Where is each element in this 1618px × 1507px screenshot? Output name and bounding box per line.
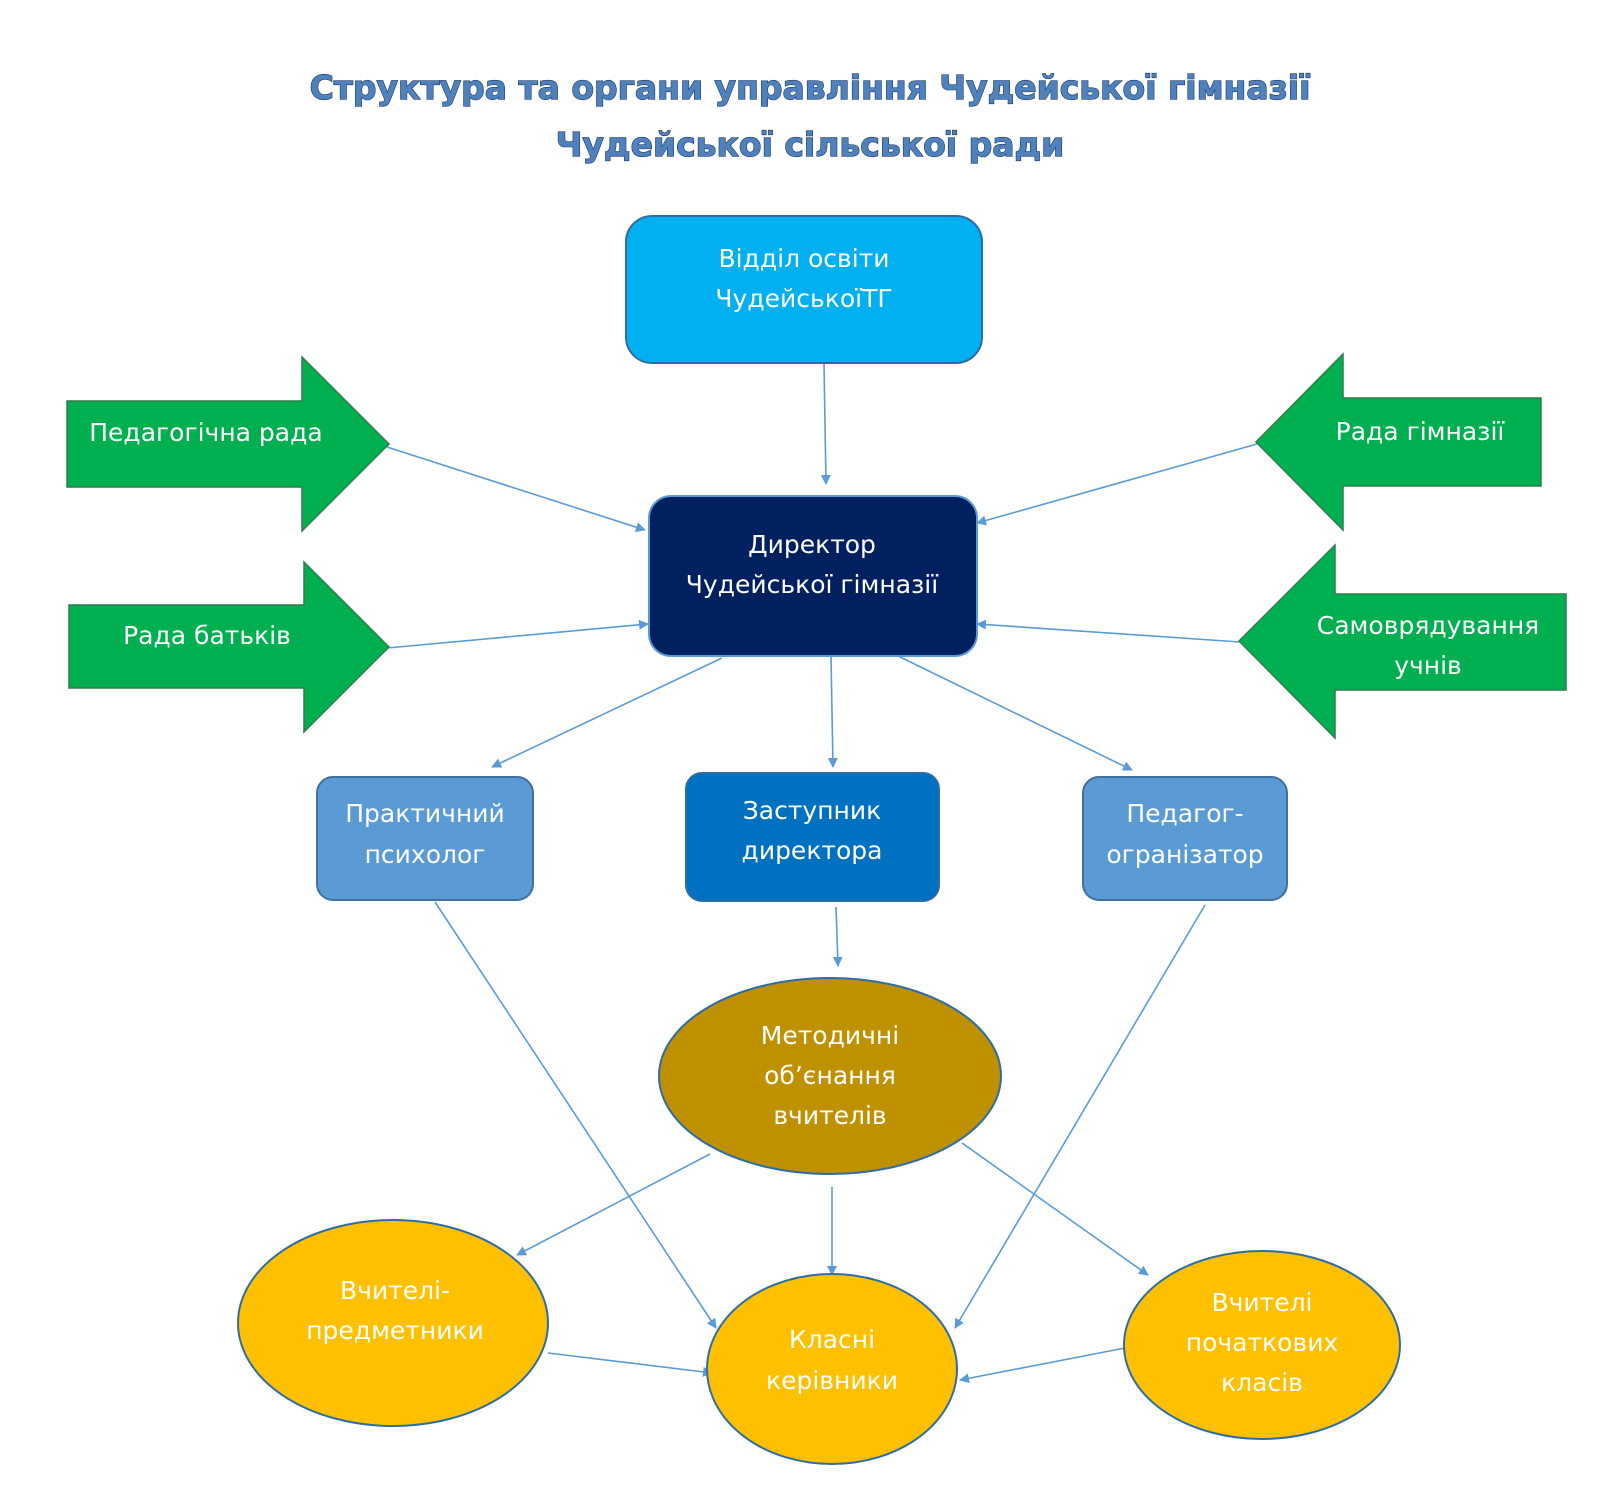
node-methodical-associations: Методичні об’єнання вчителів: [658, 977, 1002, 1175]
side-arrow-student-government: Самоврядування учнів: [1237, 543, 1567, 740]
node-label-line-1: Методичні: [761, 1021, 899, 1050]
node-label-line-2: об’єнання: [764, 1061, 896, 1090]
side-arrow-label: Рада гімназії: [1336, 417, 1506, 446]
connector-methodical-to-primaryteachers: [961, 1142, 1149, 1276]
connector-dept-to-director: [820, 363, 831, 485]
node-label-line-2: огранізатор: [1106, 840, 1263, 869]
node-primary-teachers: Вчителі початкових класів: [1123, 1250, 1401, 1440]
node-deputy-director: Заступник директора: [685, 772, 940, 902]
connector-pedcouncil-to-director: [386, 446, 646, 533]
node-label-line-3: вчителів: [773, 1101, 886, 1130]
node-class-teachers: Класні керівники: [706, 1273, 958, 1465]
node-label-line-2: керівники: [766, 1366, 898, 1395]
node-label-line-1: Практичний: [345, 799, 505, 828]
connector-gymcouncil-to-director: [976, 443, 1258, 526]
title-line-2: Чудейської сільської ради: [556, 125, 1065, 164]
node-label-line-2: початкових: [1186, 1328, 1338, 1357]
node-label-line-1: Вчителі: [1211, 1288, 1312, 1317]
connector-director-to-psychologist: [491, 657, 723, 768]
connector-subjectteachers-to-classteachers: [547, 1352, 713, 1377]
node-label-line-2: Чудейської гімназії: [686, 570, 939, 599]
node-label-line-3: класів: [1221, 1368, 1303, 1397]
side-arrow-label-line-1: Самоврядування: [1317, 611, 1539, 640]
side-arrow-label: Педагогічна рада: [89, 418, 322, 447]
connector-parents-to-director: [386, 619, 649, 649]
connector-organizer-to-classteachers: [954, 904, 1206, 1329]
connectors: [386, 363, 1258, 1384]
side-arrow-pedagogical-council: Педагогічна рада: [66, 355, 391, 533]
side-arrow-gymnasium-council: Рада гімназії: [1254, 352, 1542, 532]
node-education-department: Відділ освіти ЧудейськоїТГ: [625, 215, 983, 364]
connector-director-to-deputy: [827, 656, 838, 768]
connector-director-to-organizer: [897, 655, 1133, 771]
node-director: Директор Чудейської гімназії: [648, 495, 978, 657]
node-label-line-2: директора: [742, 836, 883, 865]
node-label-line-2: предметники: [306, 1316, 484, 1345]
node-label-line-1: Відділ освіти: [718, 244, 889, 273]
side-arrow-label: Рада батьків: [123, 621, 291, 650]
node-label-line-1: Директор: [748, 530, 876, 559]
node-label-line-2: психолог: [365, 840, 486, 869]
connector-deputy-to-methodical: [832, 906, 843, 967]
node-label-line-2: ЧудейськоїТГ: [715, 284, 892, 313]
node-psychologist: Практичний психолог: [316, 776, 534, 901]
connector-methodical-to-subjectteachers: [516, 1153, 711, 1256]
diagram-title: Структура та органи управління Чудейсько…: [309, 67, 1311, 164]
connector-psychologist-to-classteachers: [434, 901, 717, 1329]
node-pedagogue-organizer: Педагог- огранізатор: [1082, 776, 1288, 901]
side-arrow-parents-council: Рада батьків: [68, 560, 391, 734]
node-subject-teachers: Вчителі- предметники: [237, 1219, 549, 1427]
title-line-1: Структура та органи управління Чудейсько…: [310, 68, 1311, 107]
connector-primaryteachers-to-classteachers: [959, 1347, 1126, 1384]
side-arrow-label-line-2: учнів: [1394, 651, 1462, 680]
node-label-line-1: Класні: [789, 1325, 875, 1354]
connector-students-to-director: [976, 619, 1241, 643]
node-label-line-1: Вчителі-: [340, 1276, 450, 1305]
node-label-line-1: Педагог-: [1126, 799, 1243, 828]
node-label-line-1: Заступник: [743, 796, 882, 825]
